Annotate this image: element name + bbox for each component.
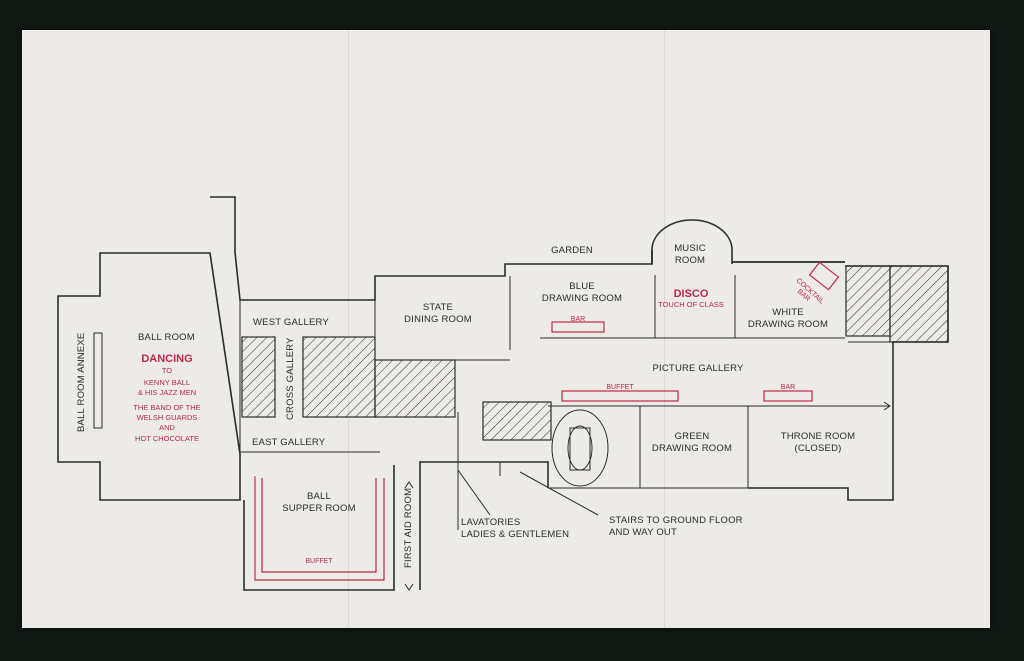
- room-music-room: ROOM: [675, 255, 705, 266]
- floor-plan-sheet: [22, 30, 990, 628]
- bar-label: BAR: [571, 316, 585, 323]
- dancing-line: WELSH GUARDS: [137, 413, 198, 422]
- closed-area: [241, 336, 276, 418]
- room-lavatories: LAVATORIES: [461, 517, 520, 528]
- room-state-dining-room: DINING ROOM: [404, 314, 472, 325]
- grand-staircase: [485, 409, 609, 487]
- buffet-label: BUFFET: [606, 384, 634, 391]
- room-west-gallery: WEST GALLERY: [253, 317, 329, 328]
- closed-area: [845, 265, 891, 337]
- room-ball-room: BALL ROOM: [138, 332, 195, 343]
- closed-area: [889, 265, 949, 343]
- annexe-stage: [93, 332, 103, 429]
- room-white-drawing-room: DRAWING ROOM: [748, 319, 828, 330]
- music-room-apse: [651, 219, 733, 264]
- paper-fold: [664, 30, 665, 628]
- room-state-dining-room: STATE: [423, 302, 453, 313]
- bar-label: BAR: [781, 384, 795, 391]
- room-white-drawing-room: WHITE: [772, 307, 804, 318]
- room-garden: GARDEN: [551, 245, 593, 256]
- disco-subtitle: TOUCH OF CLASS: [658, 300, 724, 309]
- closed-area: [374, 359, 456, 418]
- buffet-outline: [254, 478, 385, 581]
- closed-area: [302, 336, 376, 418]
- dancing-line: TO: [162, 366, 172, 375]
- cocktail-bar-counter: [808, 261, 840, 291]
- room-ball-supper-room: SUPPER ROOM: [282, 503, 355, 514]
- room-throne-room: THRONE ROOM: [781, 431, 856, 442]
- dancing-line: HOT CHOCOLATE: [135, 434, 199, 443]
- dancing-title: DANCING: [141, 353, 192, 365]
- buffet-outline: [261, 478, 377, 573]
- room-cross-gallery: CROSS GALLERY: [285, 337, 296, 420]
- buffet-counter: [561, 390, 679, 402]
- room-blue-drawing-room: BLUE: [569, 281, 595, 292]
- room-east-gallery: EAST GALLERY: [252, 437, 326, 448]
- bar-counter: [551, 321, 605, 333]
- room-lavatories: LADIES & GENTLEMEN: [461, 529, 569, 540]
- room-throne-room: (CLOSED): [795, 443, 842, 454]
- dancing-line: THE BAND OF THE: [133, 403, 200, 412]
- buffet-label: BUFFET: [305, 558, 333, 565]
- room-music-room: MUSIC: [674, 243, 706, 254]
- dancing-line: KENNY BALL: [144, 378, 190, 387]
- stairs-label: AND WAY OUT: [609, 527, 677, 538]
- pointer-lines: [404, 401, 891, 591]
- room-ball-room-annexe: BALL ROOM ANNEXE: [76, 333, 87, 432]
- dancing-line: & HIS JAZZ MEN: [138, 388, 196, 397]
- room-ball-supper-room: BALL: [307, 491, 331, 502]
- closed-area: [482, 401, 552, 441]
- bar-counter: [763, 390, 813, 402]
- room-picture-gallery: PICTURE GALLERY: [653, 363, 744, 374]
- paper-fold: [348, 30, 349, 628]
- room-blue-drawing-room: DRAWING ROOM: [542, 293, 622, 304]
- disco-title: DISCO: [674, 288, 709, 300]
- stairs-label: STAIRS TO GROUND FLOOR: [609, 515, 743, 526]
- room-first-aid-room: FIRST AID ROOM: [403, 488, 414, 568]
- room-green-drawing-room: DRAWING ROOM: [652, 443, 732, 454]
- dancing-line: AND: [159, 423, 175, 432]
- room-green-drawing-room: GREEN: [675, 431, 710, 442]
